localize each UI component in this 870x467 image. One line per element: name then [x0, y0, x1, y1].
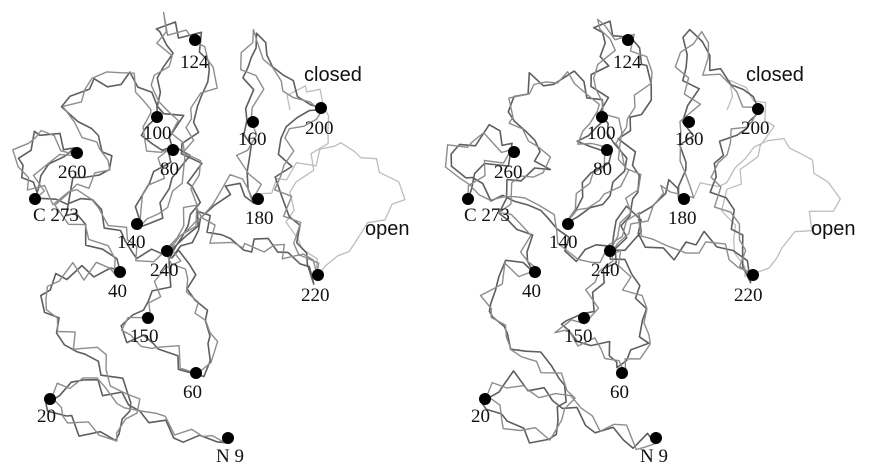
residue-marker-273: [29, 193, 41, 205]
residue-marker-124: [622, 34, 634, 46]
residue-marker-60: [616, 367, 628, 379]
residue-label-20: 20: [37, 406, 56, 427]
backbone-trace-left: [12, 11, 406, 444]
residue-marker-60: [190, 367, 202, 379]
residue-marker-80: [601, 144, 613, 156]
residue-label-200: 200: [741, 118, 770, 139]
residue-label-240: 240: [150, 260, 179, 281]
stereo-view-right: 124 100 160 200 260 80 C 273 180 140 240 40 220 150 6…: [435, 0, 870, 466]
residue-label-150: 150: [130, 326, 159, 347]
open-state-label: open: [365, 218, 410, 240]
residue-label-180: 180: [245, 208, 274, 229]
open-state-label: open: [811, 218, 856, 240]
residue-label-60: 60: [183, 382, 202, 403]
residue-marker-124: [189, 34, 201, 46]
residue-label-124: 124: [180, 52, 209, 73]
residue-marker-40: [529, 266, 541, 278]
residue-marker-150: [578, 312, 590, 324]
residue-label-160: 160: [675, 129, 704, 150]
closed-state-trace-overlay: [444, 18, 760, 451]
residue-marker-160: [683, 116, 695, 128]
closed-state-label: closed: [304, 64, 362, 86]
residue-label-40: 40: [108, 281, 127, 302]
residue-marker-140: [562, 218, 574, 230]
residue-label-240: 240: [591, 260, 620, 281]
residue-marker-150: [142, 312, 154, 324]
residue-marker-40: [114, 266, 126, 278]
residue-marker-100: [596, 111, 608, 123]
closed-state-trace: [17, 21, 327, 444]
residue-label-180: 180: [668, 208, 697, 229]
closed-state-label: closed: [746, 64, 804, 86]
residue-marker-9: [650, 432, 662, 444]
residue-label-150: 150: [564, 326, 593, 347]
residue-label-260: 260: [58, 162, 87, 183]
residue-label-220: 220: [301, 285, 330, 306]
residue-marker-260: [71, 147, 83, 159]
residue-marker-180: [678, 193, 690, 205]
residue-label-273: C 273: [33, 205, 79, 226]
residue-marker-20: [479, 393, 491, 405]
residue-marker-9: [222, 432, 234, 444]
closed-state-trace: [450, 20, 761, 450]
residue-label-124: 124: [613, 52, 642, 73]
residue-marker-273: [462, 193, 474, 205]
residue-marker-100: [151, 111, 163, 123]
residue-label-60: 60: [610, 382, 629, 403]
residue-marker-200: [315, 102, 327, 114]
residue-marker-220: [312, 269, 324, 281]
residue-label-100: 100: [143, 123, 172, 144]
residue-label-140: 140: [117, 232, 146, 253]
residue-label-140: 140: [549, 232, 578, 253]
residue-marker-80: [167, 144, 179, 156]
residue-label-80: 80: [160, 159, 179, 180]
residue-label-220: 220: [734, 285, 763, 306]
residue-label-160: 160: [238, 129, 267, 150]
residue-marker-240: [604, 245, 616, 257]
residue-label-273: C 273: [464, 205, 510, 226]
residue-marker-240: [161, 245, 173, 257]
residue-label-9: N 9: [216, 446, 244, 467]
residue-marker-140: [131, 218, 143, 230]
residue-marker-220: [747, 269, 759, 281]
residue-label-9: N 9: [640, 446, 668, 467]
residue-label-20: 20: [471, 406, 490, 427]
closed-state-trace-overlay: [12, 11, 322, 444]
residue-label-80: 80: [593, 159, 612, 180]
backbone-trace-right: [444, 18, 841, 451]
open-state-trace: [680, 79, 841, 278]
residue-marker-260: [508, 146, 520, 158]
open-state-trace: [257, 85, 406, 279]
residue-marker-180: [252, 193, 264, 205]
residue-marker-160: [247, 116, 259, 128]
residue-label-100: 100: [587, 123, 616, 144]
residue-label-40: 40: [522, 281, 541, 302]
residue-marker-200: [752, 103, 764, 115]
residue-marker-20: [44, 393, 56, 405]
residue-label-200: 200: [305, 118, 334, 139]
residue-label-260: 260: [494, 162, 523, 183]
